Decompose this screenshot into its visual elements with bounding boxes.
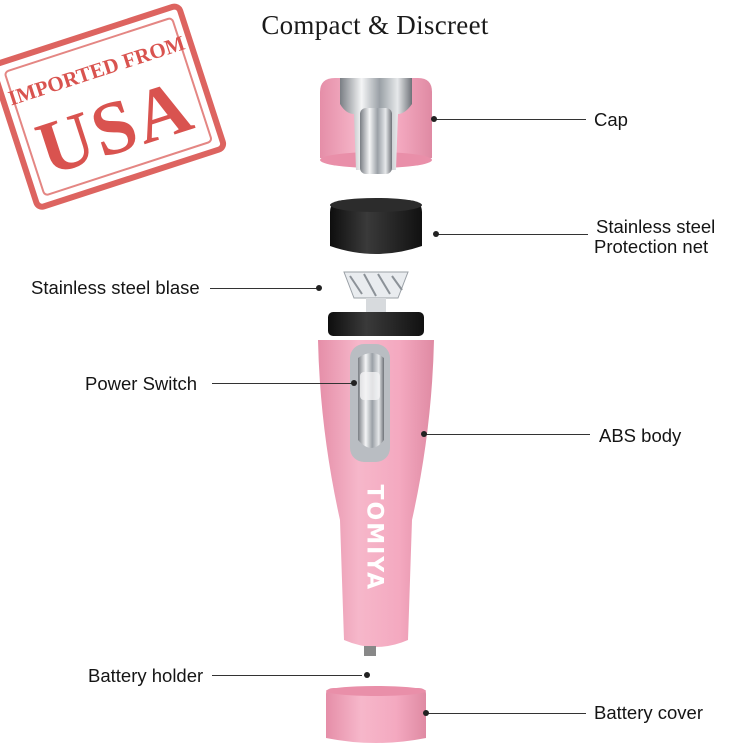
abs-body-part <box>318 312 434 647</box>
label-protection-net-line1: Stainless steel <box>596 216 716 237</box>
imported-from-usa-stamp: IMPORTED FROM USA <box>0 3 227 210</box>
dot-abs-body <box>421 431 427 437</box>
label-power-switch: Power Switch <box>85 373 198 394</box>
page-title: Compact & Discreet <box>261 10 489 40</box>
dot-protection-net <box>433 231 439 237</box>
leader-protection-net <box>438 234 588 235</box>
battery-holder-part <box>364 646 376 656</box>
label-battery-cover: Battery cover <box>594 702 703 723</box>
battery-cover-part <box>326 686 426 743</box>
leader-abs-body <box>426 434 590 435</box>
cap-part <box>320 78 432 174</box>
label-battery-holder: Battery holder <box>88 665 204 686</box>
dot-cap <box>431 116 437 122</box>
dot-power-switch <box>351 380 357 386</box>
dot-blade <box>316 285 322 291</box>
leader-battery-cover <box>428 713 586 714</box>
brand-logo: TOMIYA <box>361 484 387 592</box>
dot-battery-holder <box>364 672 370 678</box>
dot-battery-cover <box>423 710 429 716</box>
blade-part <box>343 271 409 314</box>
leader-battery-holder <box>212 675 362 676</box>
leader-blade <box>210 288 320 289</box>
label-abs-body: ABS body <box>599 425 682 446</box>
leader-power-switch <box>212 383 352 384</box>
protection-net-part <box>330 198 422 254</box>
label-protection-net-line2: Protection net <box>594 236 709 257</box>
label-blade: Stainless steel blase <box>31 277 200 298</box>
label-cap: Cap <box>594 109 628 130</box>
leader-cap <box>436 119 586 120</box>
